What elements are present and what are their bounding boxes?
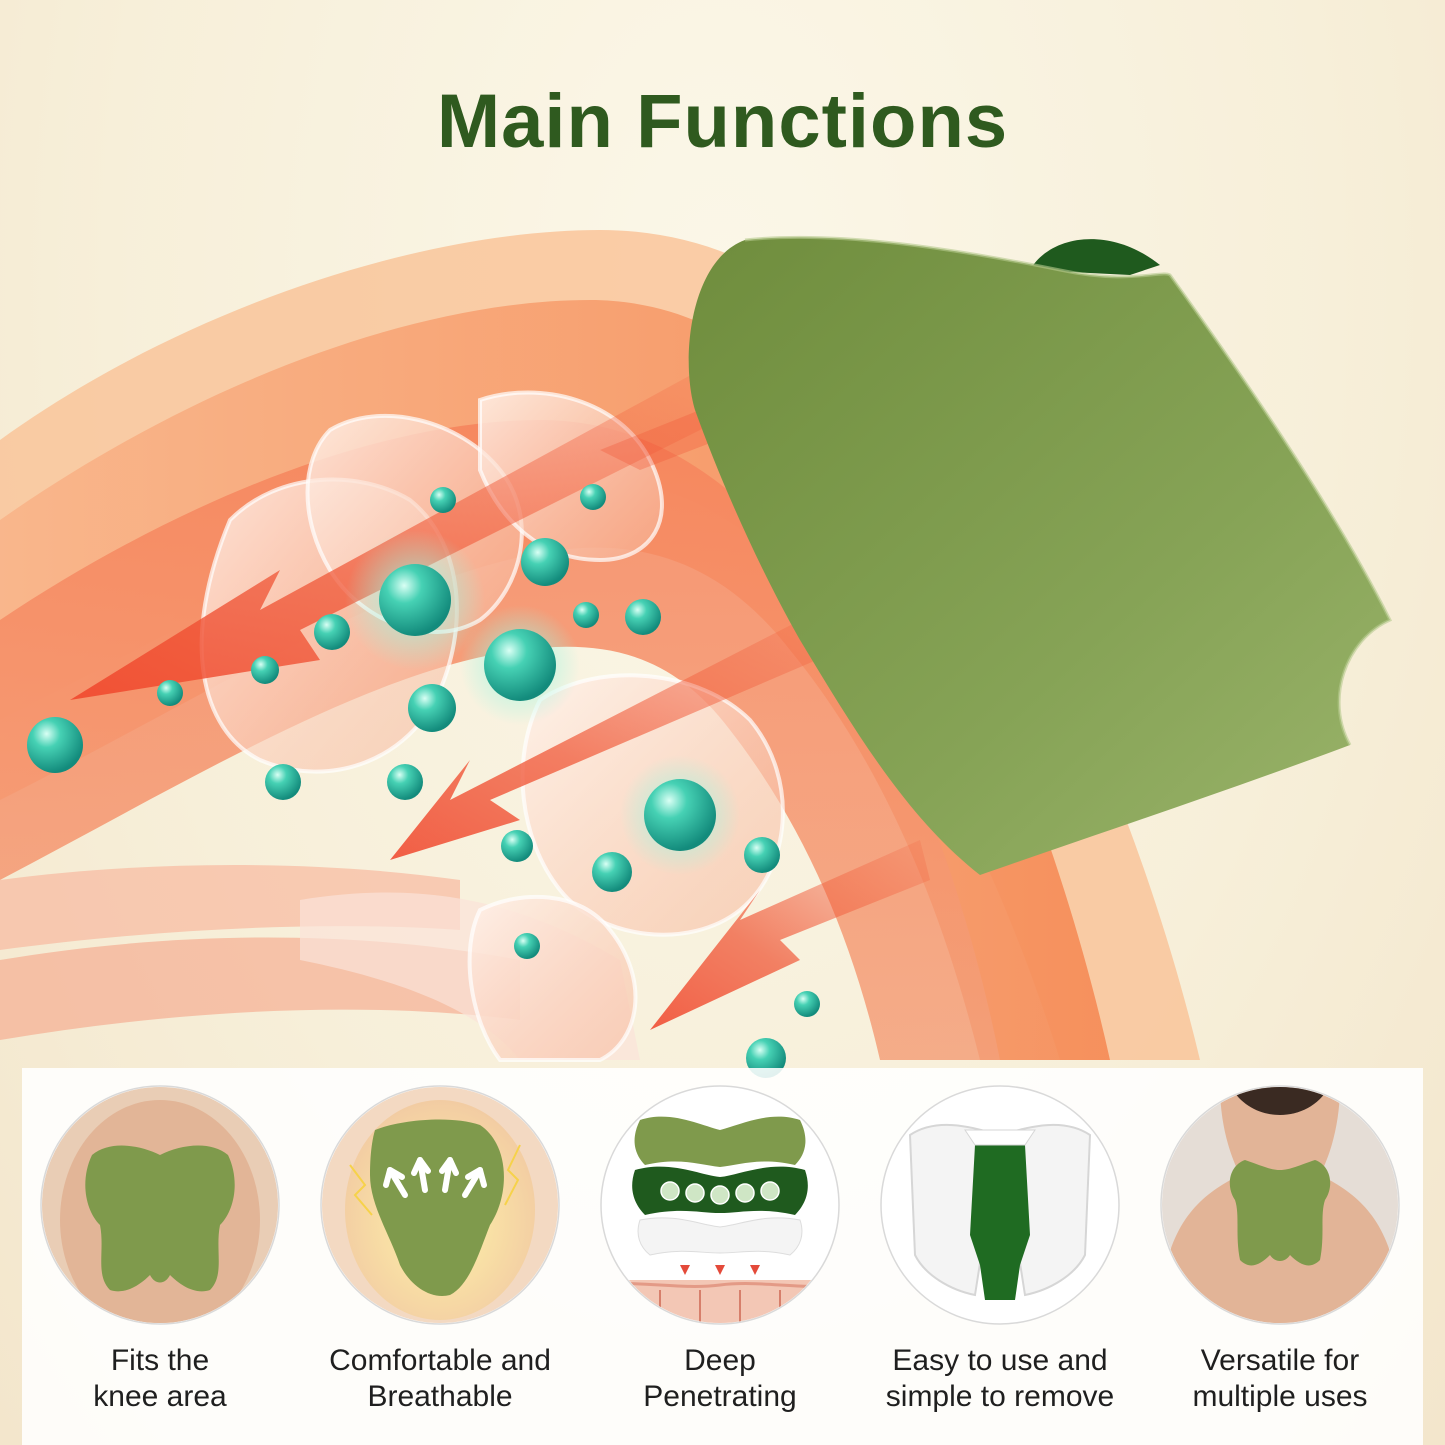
peel-backing-icon: [880, 1085, 1120, 1325]
feature-label: Comfortable and Breathable: [329, 1344, 551, 1413]
feature-label: Versatile for multiple uses: [1192, 1344, 1368, 1413]
knee-patch-icon: [40, 1085, 280, 1325]
layered-patch-icon: [600, 1085, 840, 1325]
feature-item-knee: Fits the knee area: [25, 1085, 295, 1445]
feature-item-penetrating: Deep Penetrating: [585, 1085, 855, 1445]
molecule-beads: [27, 484, 820, 1078]
feature-label: Fits the knee area: [93, 1344, 227, 1413]
feature-item-easy-remove: Easy to use and simple to remove: [865, 1085, 1135, 1445]
feature-list: Fits the knee area: [0, 1085, 1445, 1445]
feature-label: Easy to use and simple to remove: [885, 1344, 1115, 1413]
page-title: Main Functions: [436, 79, 1009, 164]
neck-patch-icon: [1160, 1085, 1400, 1325]
feature-item-breathable: Comfortable and Breathable: [305, 1085, 575, 1445]
feature-label: Deep Penetrating: [643, 1344, 797, 1413]
knee-patch-product: [688, 235, 1393, 875]
breathable-arrows-icon: [320, 1085, 560, 1325]
feature-item-versatile: Versatile for multiple uses: [1145, 1085, 1415, 1445]
